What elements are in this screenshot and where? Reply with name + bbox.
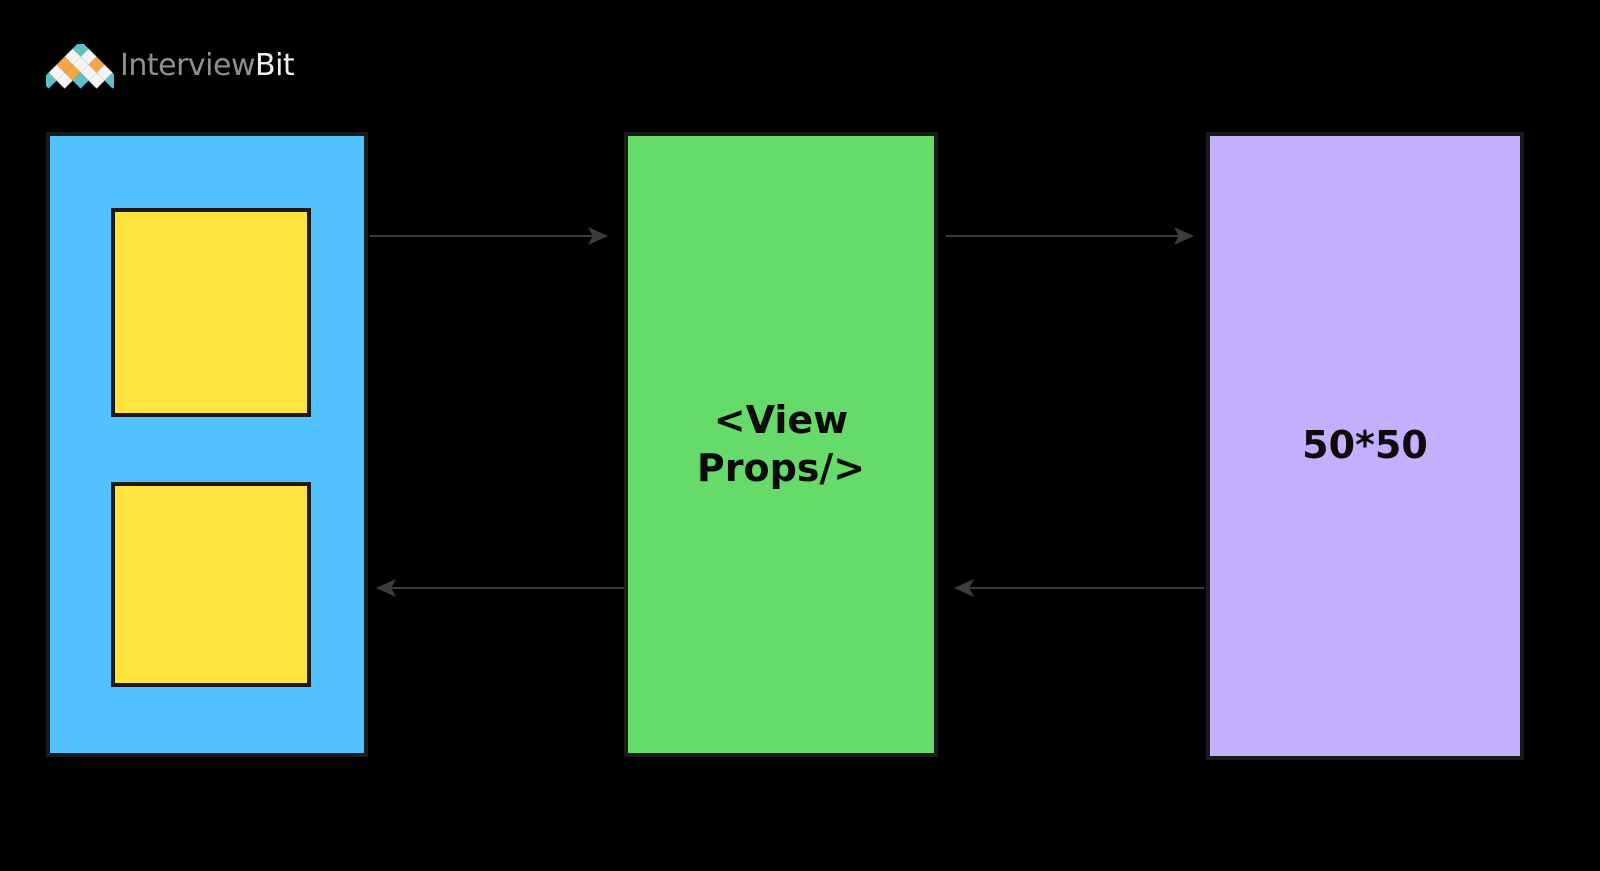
- purple-box-label: 50*50: [1302, 423, 1428, 468]
- green-box-label: <View Props/>: [696, 398, 866, 490]
- logo-wordmark: InterviewBit: [120, 46, 295, 86]
- green-view-props-box[interactable]: <View Props/>: [624, 132, 938, 757]
- logo-wordmark-primary: Interview: [120, 48, 256, 83]
- blue-container-box[interactable]: [46, 132, 368, 757]
- yellow-child-box-2[interactable]: [111, 482, 311, 687]
- yellow-child-box-1[interactable]: [111, 208, 311, 417]
- logo-wordmark-secondary: Bit: [255, 48, 295, 83]
- interviewbit-logo-mark: [46, 44, 114, 89]
- purple-dimensions-box[interactable]: 50*50: [1206, 132, 1524, 760]
- interviewbit-logo: InterviewBit: [46, 38, 306, 94]
